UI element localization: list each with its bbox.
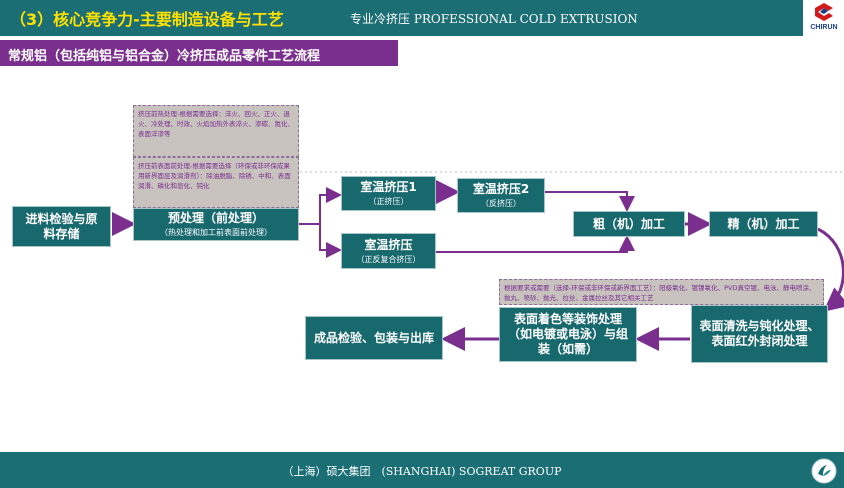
logo-text: CHIRUN: [810, 24, 838, 31]
header-bar: （3）核心竞争力-主要制造设备与工艺 专业冷挤压 PROFESSIONAL CO…: [0, 0, 844, 36]
footer-badge-icon: [811, 458, 837, 484]
page-title: （3）核心竞争力-主要制造设备与工艺: [10, 10, 284, 29]
footer-text: （上海）硕大集团 (SHANGHAI) SOGREAT GROUP: [282, 465, 562, 478]
step-surface-cleaning: 表面清洗与钝化处理、表面红外封闭处理: [691, 305, 828, 363]
step-surface-decoration: 表面着色等装饰处理（如电镀或电泳）与组装（如需）: [499, 307, 637, 362]
note-pre-surface-treatment: 挤压前表面前处理-根据需要选择（环保或非环保成果用新界面层及润滑剂）：除油脱脂、…: [133, 157, 299, 208]
step-fine-machining: 精（机）加工: [709, 211, 818, 237]
section-banner: 常规铝（包括纯铝与铝合金）冷挤压成品零件工艺流程: [0, 40, 398, 66]
step-final-inspection: 成品检验、包装与出库: [305, 316, 443, 360]
step-label: 成品检验、包装与出库: [314, 330, 435, 345]
step-label: 表面着色等装饰处理（如电镀或电泳）与组装（如需）: [507, 312, 628, 356]
note-pre-heat-treatment: 挤压前热处理-根据需要选择：淬火、回火、正火、退火、冷处理、时效、火焰加热外表淬…: [133, 105, 299, 157]
step-label: 粗（机）加工: [592, 216, 665, 231]
arrow-pretreat-cold1: [299, 187, 342, 225]
step-label: 室温挤压2: [472, 182, 530, 196]
step-sublabel: （反挤压）: [481, 199, 521, 208]
step-cold-extrusion-compound: 室温挤压 （正反复合挤压）: [341, 233, 436, 269]
step-sublabel: （正挤压）: [368, 197, 409, 206]
arrow-fine-clean: [817, 227, 844, 312]
step-label: 室温挤压: [364, 237, 413, 252]
step-sublabel: （热处理和加工前表面前处理）: [160, 228, 272, 237]
step-label: 精（机）加工: [727, 216, 800, 231]
step-label: 进料检验与原料存储: [25, 211, 98, 241]
note-finish-options: 根据要求或需要（选择-环保或非环保或新界面工艺）：阳极氧化、镀镍氧化、PVD真空…: [499, 279, 824, 305]
logo-mark-icon: [815, 3, 833, 21]
arrow-cold2-rough: [545, 191, 635, 212]
page-subtitle: 专业冷挤压 PROFESSIONAL COLD EXTRUSION: [350, 12, 638, 26]
step-label: 室温挤压1: [360, 180, 417, 194]
step-cold-extrusion-2: 室温挤压2 （反挤压）: [457, 178, 545, 213]
arrow-pretreat-cold3: [319, 224, 342, 258]
section-banner-text: 常规铝（包括纯铝与铝合金）冷挤压成品零件工艺流程: [8, 49, 321, 64]
step-rough-machining: 粗（机）加工: [573, 211, 685, 237]
step-incoming-inspection: 进料检验与原料存储: [12, 206, 111, 247]
company-logo: CHIRUN: [803, 0, 844, 36]
step-label: 预处理（前处理）: [167, 211, 264, 225]
step-cold-extrusion-1: 室温挤压1 （正挤压）: [341, 176, 436, 211]
step-label: 表面清洗与钝化处理、表面红外封闭处理: [699, 319, 820, 348]
step-pretreatment: 预处理（前处理） （热处理和加工前表面前处理）: [133, 208, 299, 241]
footer-bar: （上海）硕大集团 (SHANGHAI) SOGREAT GROUP: [0, 452, 844, 488]
arrow-cold3-rough: [436, 235, 635, 253]
step-sublabel: （正反复合挤压）: [356, 254, 421, 264]
